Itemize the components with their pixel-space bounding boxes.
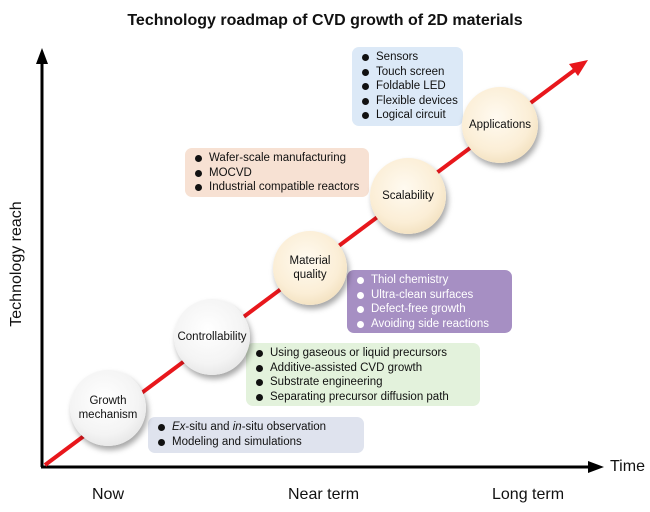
y-axis-label: Technology reach	[8, 201, 25, 327]
x-tick-now: Now	[92, 486, 125, 503]
list-item: Industrial compatible reactors	[193, 180, 363, 195]
list-item: Thiol chemistry	[355, 273, 506, 288]
list-item: Separating precursor diffusion path	[254, 390, 474, 405]
x-tick-near-term: Near term	[288, 486, 360, 503]
roadmap-arrowhead	[569, 60, 588, 76]
list-item: Ultra-clean surfaces	[355, 288, 506, 303]
list-item: Logical circuit	[360, 108, 457, 123]
scalability-box: Wafer-scale manufacturing MOCVD Industri…	[185, 148, 369, 197]
list-item: Modeling and simulations	[156, 435, 358, 450]
list-item: Ex-situ and in-situ observation	[156, 420, 358, 435]
diagram-title: Technology roadmap of CVD growth of 2D m…	[127, 12, 523, 29]
list-item: Wafer-scale manufacturing	[193, 151, 363, 166]
applications-box: Sensors Touch screen Foldable LED Flexib…	[352, 47, 463, 126]
list-item: Sensors	[360, 50, 457, 65]
x-axis-arrowhead	[588, 461, 604, 473]
material-quality-box: Thiol chemistry Ultra-clean surfaces Def…	[347, 270, 512, 333]
list-item: Using gaseous or liquid precursors	[254, 346, 474, 361]
stage-scalability: Scalability	[370, 158, 446, 234]
list-item: Flexible devices	[360, 94, 458, 109]
growth-mechanism-box: Ex-situ and in-situ observation Modeling…	[148, 417, 364, 453]
stage-applications: Applications	[462, 87, 538, 163]
stage-controllability: Controllability	[174, 299, 250, 375]
x-axis-label: Time	[610, 458, 645, 475]
list-item: Touch screen	[360, 65, 457, 80]
list-item: MOCVD	[193, 166, 363, 181]
x-tick-long-term: Long term	[492, 486, 565, 503]
y-axis-arrowhead	[36, 48, 48, 64]
list-item: Foldable LED	[360, 79, 457, 94]
controllability-box: Using gaseous or liquid precursors Addit…	[246, 343, 480, 406]
list-item: Avoiding side reactions	[355, 317, 506, 332]
list-item: Additive-assisted CVD growth	[254, 361, 474, 376]
list-item: Defect-free growth	[355, 302, 506, 317]
list-item: Substrate engineering	[254, 375, 474, 390]
